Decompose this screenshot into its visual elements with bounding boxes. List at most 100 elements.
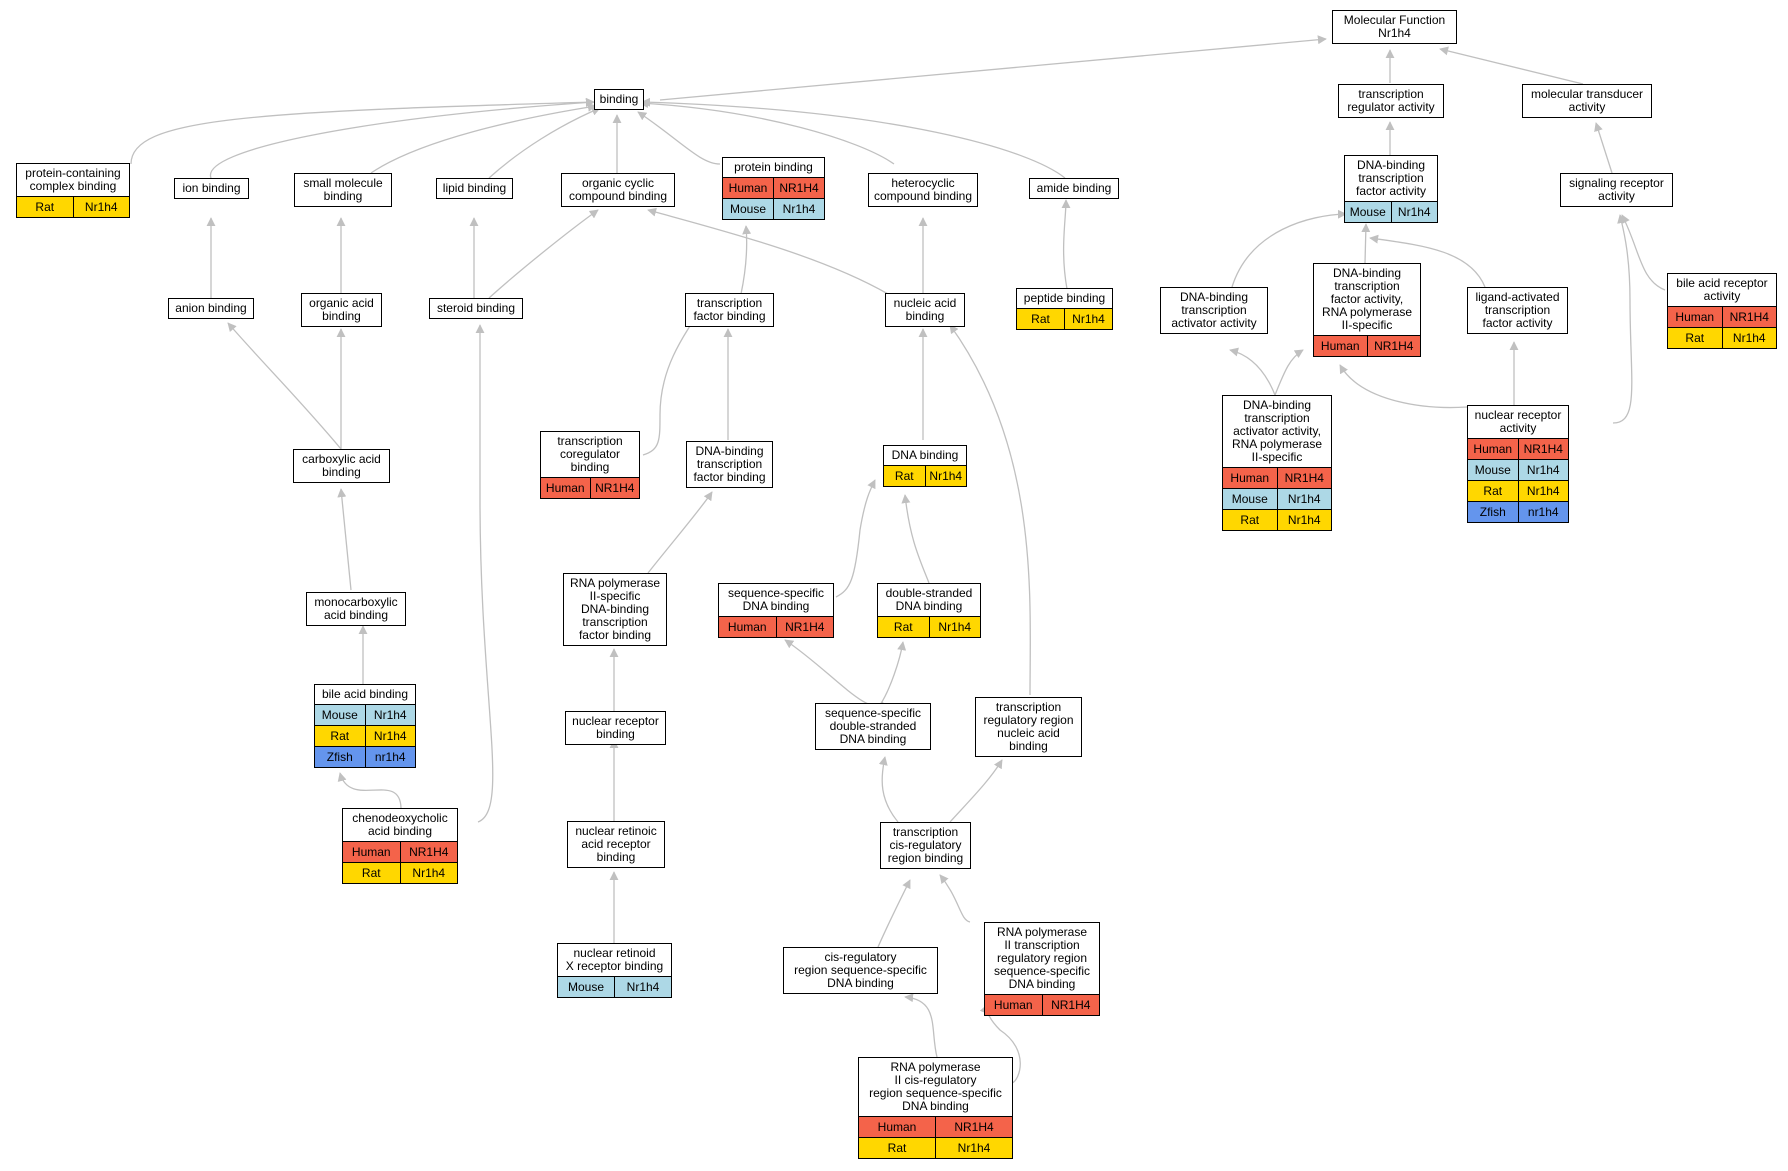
go-node-rna-pol-ii-specific-dna-binding-transcription-factor-binding[interactable]: RNA polymerase II-specific DNA-binding t… — [563, 573, 667, 646]
edge — [647, 207, 889, 295]
edge — [835, 479, 876, 598]
gene-symbol: nr1h4 — [1517, 501, 1568, 522]
go-node-transcription-factor-binding[interactable]: transcription factor binding — [685, 293, 774, 327]
species-name: Human — [985, 994, 1042, 1015]
go-node-transcription-cis-regulatory-region-binding[interactable]: transcription cis-regulatory region bind… — [880, 822, 971, 869]
edge — [879, 641, 907, 706]
gene-symbol: NR1H4 — [1721, 306, 1776, 328]
go-node-transcription-regulator-activity[interactable]: transcription regulator activity — [1338, 84, 1444, 118]
node-label: transcription factor binding — [693, 296, 766, 323]
species-name: Rat — [878, 616, 929, 637]
edge — [637, 111, 721, 165]
go-node-sequence-specific-double-stranded-dna-binding[interactable]: sequence-specific double-stranded DNA bi… — [815, 703, 931, 750]
species-name: Human — [541, 477, 590, 498]
go-node-dna-binding-transcription-factor-activity-rna-pol-ii[interactable]: DNA-binding transcription factor activit… — [1313, 263, 1421, 357]
species-name: Human — [723, 177, 774, 199]
go-node-signaling-receptor-activity[interactable]: signaling receptor activity — [1560, 173, 1673, 207]
node-label: small molecule binding — [303, 176, 383, 203]
gene-symbol: Nr1h4 — [1517, 480, 1568, 502]
node-label: heterocyclic compound binding — [873, 176, 973, 203]
node-label: DNA-binding transcription factor activit… — [1355, 158, 1427, 198]
species-name: Rat — [1223, 509, 1277, 530]
go-node-molecular-function[interactable]: Molecular Function Nr1h4 — [1332, 10, 1457, 44]
node-label: transcription regulatory region nucleic … — [983, 700, 1074, 753]
go-node-nucleic-acid-binding[interactable]: nucleic acid binding — [885, 293, 965, 327]
node-label: ion binding — [182, 181, 241, 195]
go-node-carboxylic-acid-binding[interactable]: carboxylic acid binding — [293, 449, 390, 483]
go-node-rna-pol-ii-cis-regulatory-region-ss-dna-binding[interactable]: RNA polymerase II cis-regulatory region … — [858, 1057, 1013, 1159]
node-label: DNA-binding transcription factor binding — [693, 444, 766, 484]
gene-symbol: NR1H4 — [935, 1116, 1012, 1138]
node-label: protein-containing complex binding — [25, 166, 121, 193]
edge — [641, 97, 1066, 179]
gene-symbol: nr1h4 — [364, 746, 415, 767]
node-label: peptide binding — [1023, 291, 1106, 305]
gene-symbol: Nr1h4 — [399, 862, 457, 883]
node-label: nuclear retinoic acid receptor binding — [575, 824, 657, 864]
go-node-nuclear-retinoic-acid-receptor-binding[interactable]: nuclear retinoic acid receptor binding — [567, 821, 665, 868]
gene-symbol: Nr1h4 — [1721, 327, 1776, 348]
go-node-dna-binding-transcription-factor-binding[interactable]: DNA-binding transcription factor binding — [686, 441, 773, 488]
go-node-amide-binding[interactable]: amide binding — [1029, 178, 1119, 199]
node-label: nuclear retinoid X receptor binding — [565, 946, 664, 973]
go-node-binding[interactable]: binding — [594, 89, 644, 110]
go-node-dna-binding-transcription-activator-activity-rna-pol-ii[interactable]: DNA-binding transcription activator acti… — [1222, 395, 1332, 531]
go-node-dna-binding-transcription-activator-activity[interactable]: DNA-binding transcription activator acti… — [1160, 287, 1268, 334]
edge — [488, 107, 601, 179]
go-node-organic-acid-binding[interactable]: organic acid binding — [301, 293, 382, 327]
species-name: Mouse — [1468, 459, 1518, 481]
go-node-anion-binding[interactable]: anion binding — [168, 298, 254, 319]
gene-symbol: Nr1h4 — [364, 704, 415, 726]
go-node-ion-binding[interactable]: ion binding — [174, 178, 249, 199]
gene-symbol: NR1H4 — [773, 177, 824, 199]
node-label: molecular transducer activity — [1530, 87, 1644, 114]
go-node-small-molecule-binding[interactable]: small molecule binding — [294, 173, 392, 207]
go-node-heterocyclic-compound-binding[interactable]: heterocyclic compound binding — [868, 173, 978, 207]
species-name: Rat — [884, 465, 925, 486]
go-node-nuclear-receptor-binding[interactable]: nuclear receptor binding — [565, 711, 666, 745]
go-node-rna-pol-ii-transcription-regulatory-region-ss-dna-binding[interactable]: RNA polymerase II transcription regulato… — [984, 922, 1100, 1016]
go-node-ligand-activated-transcription-factor-activity[interactable]: ligand-activated transcription factor ac… — [1467, 287, 1568, 334]
go-node-organic-cyclic-compound-binding[interactable]: organic cyclic compound binding — [561, 173, 675, 207]
species-name: Rat — [315, 725, 365, 747]
node-label: nuclear receptor binding — [572, 714, 659, 741]
edge — [337, 772, 402, 809]
node-label: protein binding — [734, 160, 813, 174]
go-node-monocarboxylic-acid-binding[interactable]: monocarboxylic acid binding — [306, 592, 406, 626]
go-node-steroid-binding[interactable]: steroid binding — [429, 298, 523, 319]
go-node-lipid-binding[interactable]: lipid binding — [436, 178, 513, 199]
go-node-cis-regulatory-region-sequence-specific-dna-binding[interactable]: cis-regulatory region sequence-specific … — [783, 947, 938, 994]
go-node-transcription-regulatory-region-nucleic-acid-binding[interactable]: transcription regulatory region nucleic … — [975, 697, 1082, 757]
go-node-molecular-transducer-activity[interactable]: molecular transducer activity — [1522, 84, 1652, 118]
species-name: Rat — [1468, 480, 1518, 502]
go-node-dna-binding-transcription-factor-activity[interactable]: DNA-binding transcription factor activit… — [1344, 155, 1438, 223]
node-label: lipid binding — [442, 181, 507, 195]
gene-symbol: Nr1h4 — [1517, 459, 1568, 481]
